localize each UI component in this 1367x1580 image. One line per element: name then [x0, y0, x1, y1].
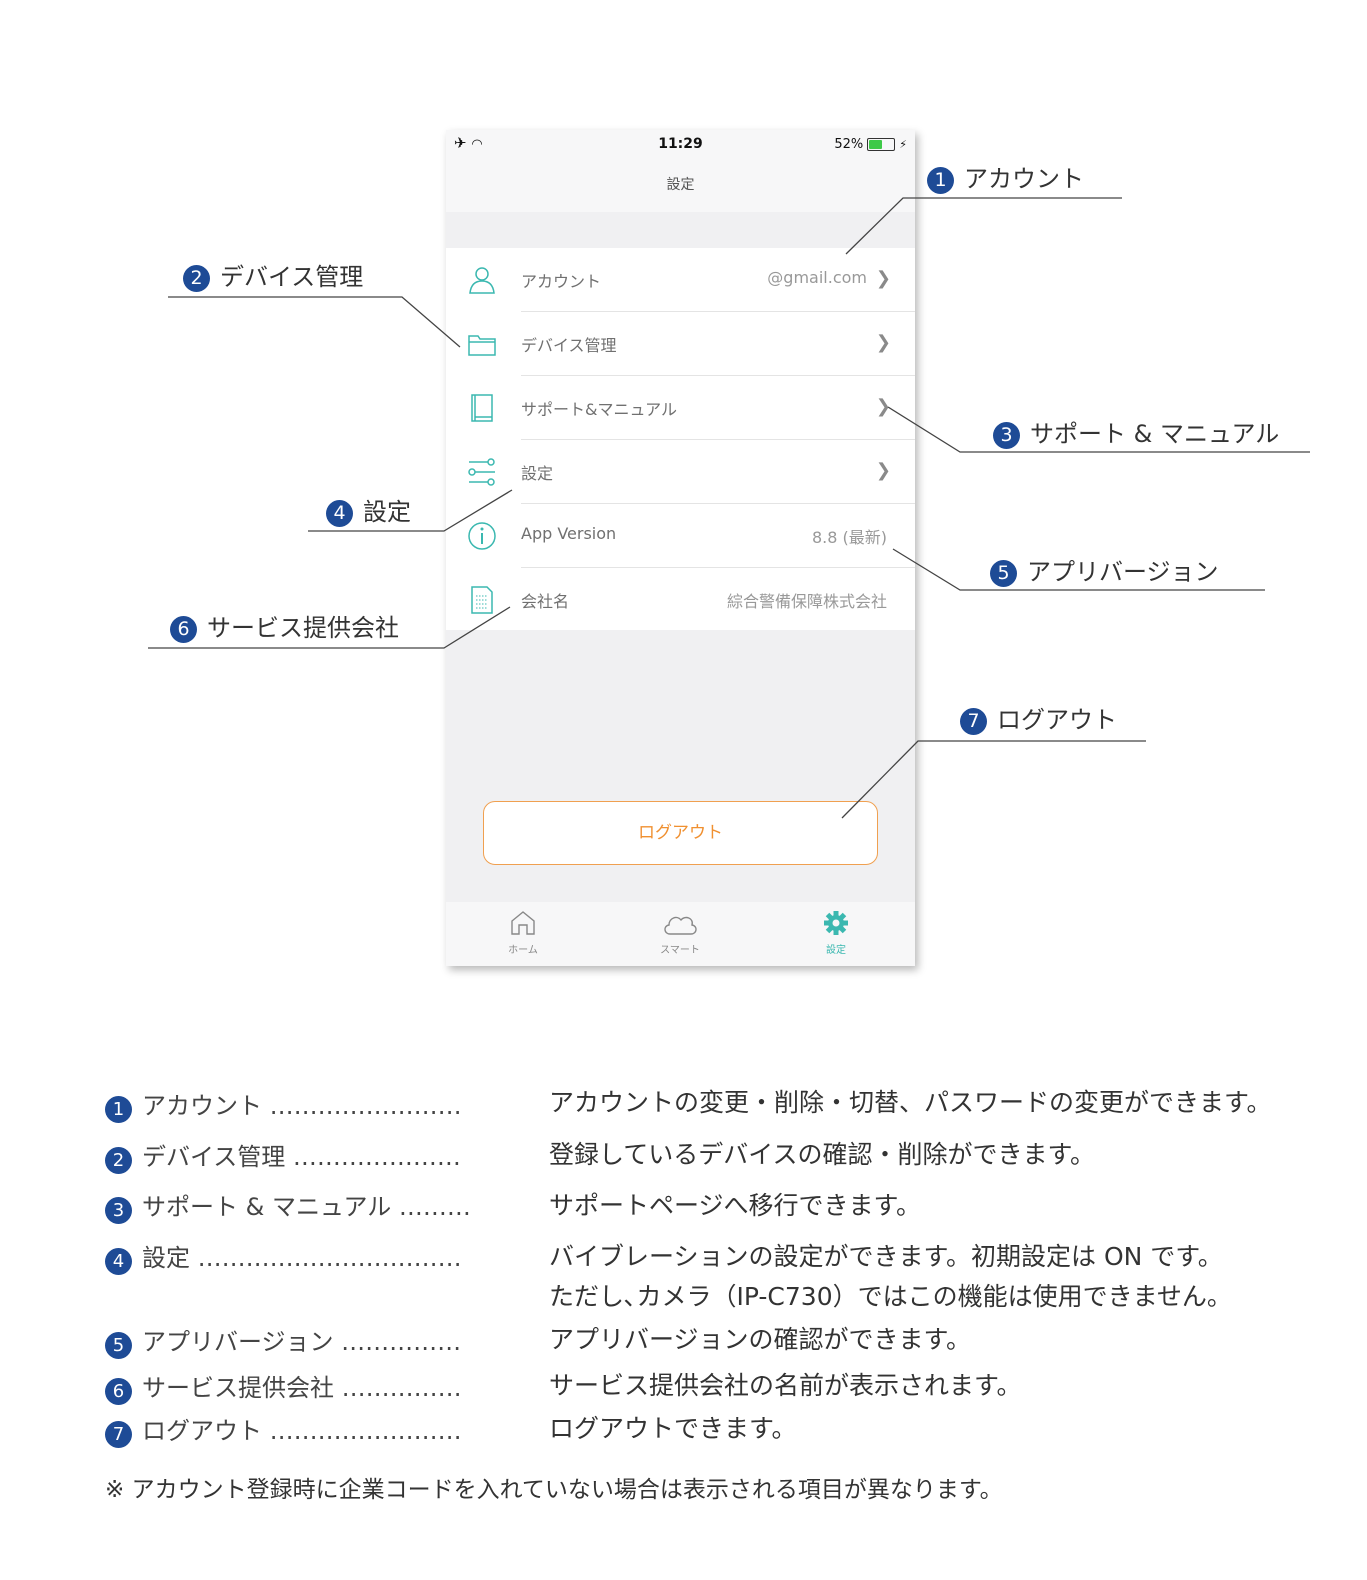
legend-item-7: 7 ログアウト …………………… — [105, 1411, 462, 1448]
callout-7: 7 ログアウト — [960, 700, 1117, 735]
legend-label: 設定 …………………………… — [142, 1244, 462, 1272]
row-value: 8.8 (最新) — [811, 528, 887, 547]
charging-icon: ⚡ — [899, 138, 907, 151]
settings-row-settings[interactable]: 設定 ❯ — [446, 440, 915, 504]
callout-1: 1 アカウント — [927, 159, 1084, 194]
legend-label: デバイス管理 ………………… — [142, 1143, 461, 1171]
legend-label: アプリバージョン …………… — [142, 1328, 462, 1356]
tab-label: 設定 — [826, 945, 846, 956]
legend-desc-7: ログアウトできます。 — [549, 1414, 797, 1443]
row-label: 会社名 — [521, 592, 570, 611]
badge-number: 1 — [927, 166, 954, 194]
sliders-icon — [468, 458, 495, 486]
callout-6: 6 サービス提供会社 — [170, 608, 399, 643]
home-icon — [511, 911, 535, 935]
tab-settings[interactable]: 設定 — [786, 910, 886, 956]
settings-row-version: App Version 8.8 (最新) — [446, 504, 915, 568]
tab-label: スマート — [660, 945, 700, 956]
logout-button[interactable]: ログアウト — [483, 801, 878, 865]
book-icon — [471, 394, 493, 422]
callout-2: 2 デバイス管理 — [183, 257, 363, 292]
row-label: サポート&マニュアル — [521, 400, 677, 419]
settings-row-device[interactable]: デバイス管理 ❯ — [446, 312, 915, 376]
chevron-right-icon: ❯ — [875, 396, 891, 417]
badge-number: 2 — [183, 264, 210, 292]
legend-item-2: 2 デバイス管理 ………………… — [105, 1137, 461, 1174]
legend-desc-3: サポートページへ移行できます。 — [549, 1191, 922, 1220]
legend-label: ログアウト …………………… — [142, 1417, 462, 1445]
settings-row-support[interactable]: サポート&マニュアル ❯ — [446, 376, 915, 440]
cloud-icon — [664, 916, 697, 935]
callout-label: アカウント — [964, 165, 1084, 193]
settings-row-company: 会社名 綜合警備保障株式会社 — [446, 568, 915, 632]
chevron-right-icon: ❯ — [875, 332, 891, 353]
status-bar: ✈ ︎◠ 11:29 52% ⚡ — [446, 130, 915, 158]
badge-number: 6 — [170, 615, 197, 643]
badge-number: 2 — [105, 1147, 132, 1174]
callout-leader-lines — [148, 197, 1310, 819]
row-value: 綜合警備保障株式会社 — [726, 592, 887, 611]
callout-label: 設定 — [363, 498, 411, 526]
badge-number: 5 — [990, 559, 1017, 587]
row-label: 設定 — [521, 464, 554, 483]
badge-number: 7 — [960, 707, 987, 735]
badge-number: 3 — [105, 1197, 132, 1224]
battery-icon — [867, 138, 896, 151]
legend-label: サービス提供会社 …………… — [142, 1374, 462, 1402]
row-label: アカウント — [521, 272, 602, 291]
status-time: 11:29 — [658, 136, 703, 152]
badge-number: 3 — [993, 421, 1020, 449]
badge-number: 5 — [105, 1332, 132, 1359]
info-icon — [468, 522, 496, 550]
legend-item-5: 5 アプリバージョン …………… — [105, 1322, 461, 1359]
user-icon — [469, 267, 495, 294]
settings-list: アカウント @gmail.com ❯ デバイス管理 ❯ サポート&マニュアル ❯ — [446, 248, 915, 630]
legend-desc-4b: ただし､カメラ（IP-C730）ではこの機能は使用できません。 — [549, 1282, 1232, 1311]
badge-number: 6 — [105, 1378, 132, 1405]
row-label: デバイス管理 — [521, 336, 617, 355]
callout-3: 3 サポート & マニュアル — [993, 414, 1279, 449]
tab-smart[interactable]: スマート — [630, 910, 730, 956]
row-label: App Version — [521, 524, 617, 543]
callout-4: 4 設定 — [326, 492, 411, 527]
battery-percent: 52% — [834, 137, 864, 152]
footnote: ※ アカウント登録時に企業コードを入れていない場合は表示される項目が異なります。 — [105, 1477, 1003, 1503]
nav-bar: 設定 — [446, 158, 915, 212]
legend-item-4: 4 設定 …………………………… — [105, 1238, 462, 1275]
legend-label: アカウント …………………… — [142, 1092, 462, 1120]
badge-number: 7 — [105, 1421, 132, 1448]
callout-label: アプリバージョン — [1027, 558, 1219, 586]
chevron-right-icon: ❯ — [875, 460, 891, 481]
callout-5: 5 アプリバージョン — [990, 552, 1219, 587]
legend-desc-5: アプリバージョンの確認ができます。 — [549, 1325, 972, 1354]
legend-desc-1: アカウントの変更・削除・切替、パスワードの変更ができます。 — [549, 1088, 1272, 1117]
legend-desc-4: バイブレーションの設定ができます。初期設定は ON です。 — [549, 1242, 1223, 1271]
legend-item-1: 1 アカウント …………………… — [105, 1086, 462, 1123]
callout-label: デバイス管理 — [220, 263, 364, 291]
badge-number: 4 — [105, 1248, 132, 1275]
page-title: 設定 — [666, 177, 695, 193]
document-icon — [471, 586, 493, 614]
gear-icon — [824, 911, 848, 935]
legend-item-6: 6 サービス提供会社 …………… — [105, 1368, 462, 1405]
tab-home[interactable]: ホーム — [473, 910, 573, 956]
airplane-wifi-icon: ✈ ︎◠ — [454, 134, 483, 152]
legend-label: サポート & マニュアル ……… — [142, 1193, 471, 1221]
callout-label: ログアウト — [997, 706, 1117, 734]
tab-bar: ホーム スマート — [446, 902, 915, 966]
status-right: 52% ⚡ — [834, 137, 907, 152]
phone-screen: ✈ ︎◠ 11:29 52% ⚡ 設定 アカウント @gmail.com ❯ — [446, 130, 915, 966]
callout-label: サポート & マニュアル — [1030, 420, 1280, 448]
badge-number: 4 — [326, 499, 353, 527]
legend-desc-6: サービス提供会社の名前が表示されます。 — [549, 1371, 1022, 1400]
folder-icon — [468, 335, 496, 356]
row-value: @gmail.com — [767, 268, 867, 287]
legend-item-3: 3 サポート & マニュアル ……… — [105, 1187, 471, 1224]
settings-row-account[interactable]: アカウント @gmail.com ❯ — [446, 248, 915, 312]
callout-label: サービス提供会社 — [207, 614, 399, 642]
badge-number: 1 — [105, 1096, 132, 1123]
chevron-right-icon: ❯ — [875, 268, 891, 289]
tab-label: ホーム — [508, 945, 538, 956]
legend-desc-2: 登録しているデバイスの確認・削除ができます。 — [549, 1140, 1096, 1169]
